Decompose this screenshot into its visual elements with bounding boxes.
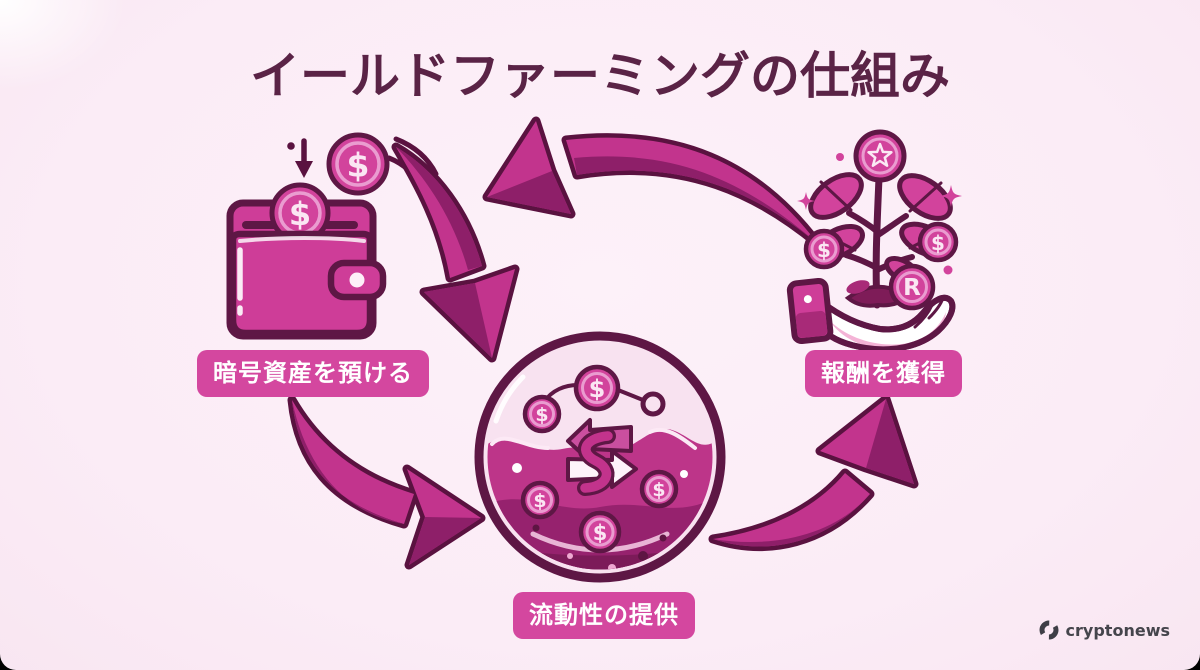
sleeve-cuff-icon: [786, 277, 834, 345]
svg-text:$: $: [535, 404, 548, 426]
cryptonews-watermark: cryptonews: [1039, 620, 1170, 640]
liquidity-pool-icon: $ $ $ $ $: [474, 331, 726, 583]
svg-text:$: $: [817, 238, 831, 262]
motion-line-icon: [393, 136, 439, 177]
coin-icon: $: [326, 132, 390, 196]
hand-icon: [820, 294, 956, 353]
arrow-reward-to-deposit-icon: [482, 116, 823, 249]
svg-text:$: $: [593, 521, 608, 545]
svg-text:R: R: [903, 275, 921, 301]
wallet-clasp-icon: [327, 259, 387, 301]
svg-text:$: $: [931, 231, 945, 255]
step-label-reward: 報酬を獲得: [805, 350, 962, 397]
svg-text:$: $: [652, 479, 665, 501]
wallet-icon: $ $: [226, 132, 390, 340]
coin-icon: $: [522, 394, 562, 434]
step-label-deposit: 暗号資産を預ける: [197, 350, 429, 397]
star-coin-icon: [853, 129, 907, 183]
sparkle-icon: [797, 153, 962, 275]
cryptonews-brand-text: cryptonews: [1065, 620, 1170, 640]
reward-coin-icon: R: [888, 263, 936, 311]
svg-text:$: $: [289, 195, 311, 233]
svg-text:$: $: [533, 490, 546, 512]
coin-icon: $: [578, 510, 622, 554]
coin-icon: $: [917, 221, 959, 263]
cryptonews-logo-icon: [1039, 620, 1059, 640]
arrow-wallet-to-pool-icon: [386, 136, 520, 363]
page-title: イールドファーミングの仕組み: [250, 47, 950, 105]
swap-icon: [566, 418, 638, 496]
coin-icon: $: [639, 469, 679, 509]
svg-text:$: $: [589, 375, 606, 403]
coin-icon: $: [803, 228, 845, 270]
coin-icon: $: [573, 364, 621, 412]
reward-plant-hand-icon: $ $ R: [786, 129, 962, 353]
coin-icon: $: [520, 480, 560, 520]
arrow-pool-to-reward-icon: [708, 394, 919, 552]
step-label-liquidity: 流動性の提供: [513, 592, 695, 639]
svg-text:$: $: [347, 146, 370, 185]
arrow-deposit-to-pool-icon: [287, 395, 486, 570]
deposit-down-arrow-icon: [287, 138, 313, 178]
